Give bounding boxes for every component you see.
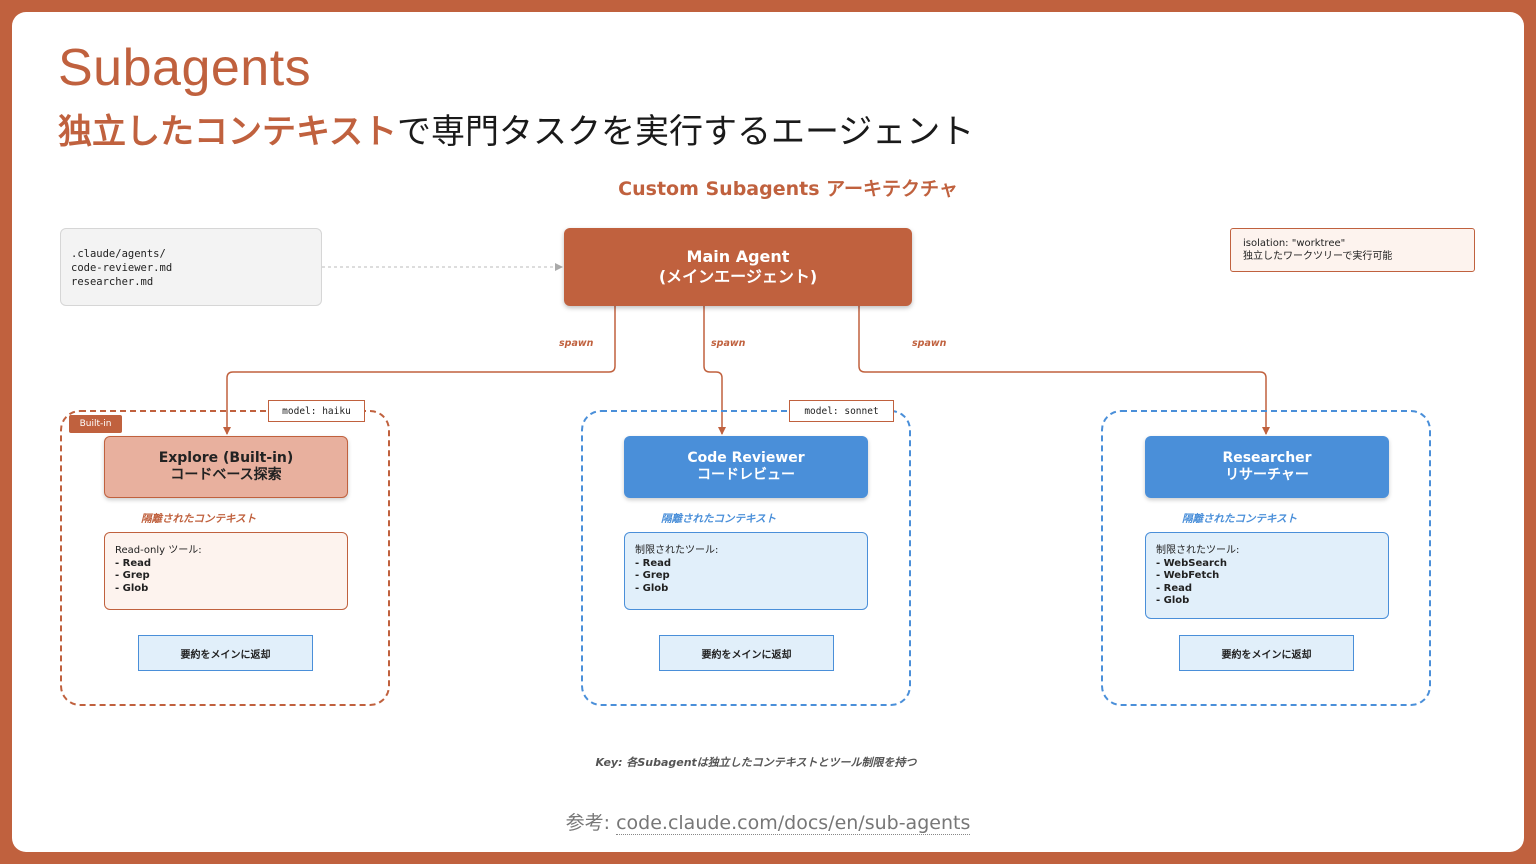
explore-agent-name-ja: コードベース探索 <box>170 467 282 483</box>
researcher-tools-title: 制限されたツール: <box>1156 545 1240 556</box>
researcher-context-container <box>1101 410 1431 706</box>
subtitle-accent: 独立したコンテキスト <box>58 112 397 152</box>
isolation-note: isolation: "worktree" 独立したワークツリーで実行可能 <box>1230 228 1475 272</box>
reference-link[interactable]: code.claude.com/docs/en/sub-agents <box>616 812 971 835</box>
spawn-label-researcher: spawn <box>912 338 947 349</box>
agents-config-files: .claude/agents/ code-reviewer.md researc… <box>60 228 322 306</box>
explore-tools-box: Read-only ツール: - Read - Grep - Glob <box>104 532 348 610</box>
spawn-label-reviewer: spawn <box>711 338 746 349</box>
spawn-label-explore: spawn <box>559 338 594 349</box>
reviewer-tools-title: 制限されたツール: <box>635 545 719 556</box>
slide <box>12 12 1524 852</box>
reviewer-tool-item: - Glob <box>635 582 669 594</box>
explore-return-summary: 要約をメインに返却 <box>138 635 313 671</box>
explore-context-container <box>60 410 390 706</box>
page-subtitle: 独立したコンテキストで専門タスクを実行するエージェント <box>58 104 974 153</box>
reviewer-tool-item: - Read <box>635 557 672 569</box>
spawn-line-researcher <box>858 306 1270 435</box>
spawn-line-reviewer <box>703 306 726 435</box>
reviewer-tool-item: - Grep <box>635 570 670 581</box>
explore-tools-title: Read-only ツール: <box>115 545 202 556</box>
model-tag-reviewer: model: sonnet <box>789 400 894 422</box>
explore-tool-item: - Read <box>115 557 152 569</box>
reference-prefix: 参考: <box>565 812 617 834</box>
researcher-tool-item: - WebFetch <box>1156 570 1220 581</box>
subtitle-rest: で専門タスクを実行するエージェント <box>396 112 975 152</box>
config-path: .claude/agents/ <box>71 248 166 260</box>
explore-tool-item: - Grep <box>115 570 150 581</box>
researcher-agent-node: Researcher リサーチャー <box>1145 436 1389 498</box>
explore-tool-item: - Glob <box>115 582 149 594</box>
reviewer-agent-name: Code Reviewer <box>687 450 805 466</box>
main-agent-label-ja: (メインエージェント) <box>658 267 818 286</box>
spawn-line-explore <box>223 306 616 435</box>
diagram-title: Custom Subagents アーキテクチャ <box>618 178 958 200</box>
explore-agent-node: Explore (Built-in) コードベース探索 <box>104 436 348 498</box>
builtin-badge: Built-in <box>69 415 122 433</box>
config-file-researcher: researcher.md <box>71 276 154 288</box>
researcher-tool-item: - WebSearch <box>1156 557 1227 569</box>
researcher-context-label: 隔離されたコンテキスト <box>1182 513 1298 525</box>
page-title: Subagents <box>58 39 312 97</box>
researcher-tool-item: - Glob <box>1156 595 1190 606</box>
explore-agent-name: Explore (Built-in) <box>158 450 294 466</box>
config-file-reviewer: code-reviewer.md <box>71 262 173 274</box>
reviewer-context-label: 隔離されたコンテキスト <box>661 513 777 525</box>
reviewer-tools-box: 制限されたツール: - Read - Grep - Glob <box>624 532 868 610</box>
isolation-description: 独立したワークツリーで実行可能 <box>1243 251 1393 262</box>
reviewer-agent-node: Code Reviewer コードレビュー <box>624 436 868 498</box>
reviewer-agent-name-ja: コードレビュー <box>697 467 795 483</box>
reviewer-context-container <box>581 410 911 706</box>
reference: 参考: code.claude.com/docs/en/sub-agents <box>0 808 1536 835</box>
researcher-tools-box: 制限されたツール: - WebSearch - WebFetch - Read … <box>1145 532 1389 619</box>
researcher-tool-item: - Read <box>1156 582 1193 594</box>
reviewer-return-summary: 要約をメインに返却 <box>659 635 834 671</box>
researcher-agent-name: Researcher <box>1222 450 1312 466</box>
main-agent-node: Main Agent (メインエージェント) <box>564 228 912 306</box>
explore-context-label: 隔離されたコンテキスト <box>141 513 257 525</box>
main-agent-label: Main Agent <box>686 247 790 266</box>
researcher-agent-name-ja: リサーチャー <box>1225 467 1309 483</box>
model-tag-explore: model: haiku <box>268 400 365 422</box>
diagram-key: Key: 各Subagentは独立したコンテキストとツール制限を持つ <box>595 756 917 769</box>
isolation-setting: isolation: "worktree" <box>1243 238 1346 249</box>
researcher-return-summary: 要約をメインに返却 <box>1179 635 1354 671</box>
